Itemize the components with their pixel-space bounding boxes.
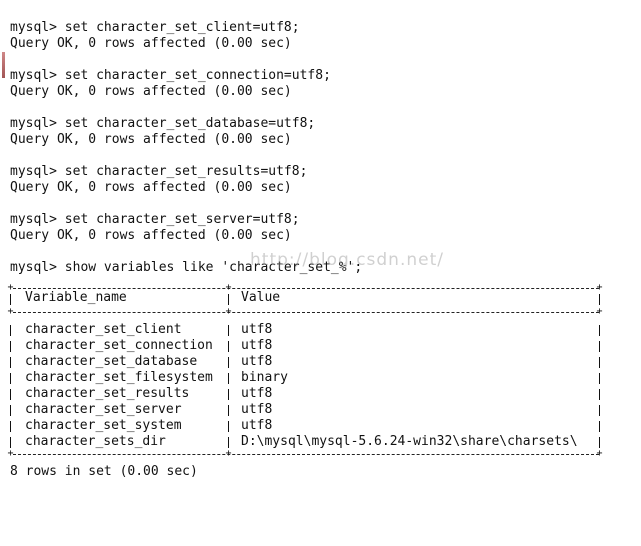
console-line: Query OK, 0 rows affected (0.00 sec) <box>10 36 292 51</box>
cell-variable-name: character_sets_dir <box>25 434 166 449</box>
cell-variable-name: character_set_system <box>25 418 182 433</box>
console-line: mysql> set character_set_results=utf8; <box>10 164 308 179</box>
cell-variable-name: character_set_connection <box>25 338 213 353</box>
table-border-header: + + + <box>7 306 603 317</box>
table-row: character_set_connection utf8 <box>10 338 602 354</box>
cell-value: utf8 <box>241 386 273 401</box>
cell-value: utf8 <box>241 354 273 369</box>
console-line: Query OK, 0 rows affected (0.00 sec) <box>10 180 292 195</box>
table-row: character_set_client utf8 <box>10 322 602 338</box>
cell-value: utf8 <box>241 418 273 433</box>
console-line: Query OK, 0 rows affected (0.00 sec) <box>10 84 292 99</box>
console-line: mysql> set character_set_connection=utf8… <box>10 68 331 83</box>
cell-value: binary <box>241 370 288 385</box>
console-blank-line <box>10 100 635 116</box>
cell-variable-name: character_set_client <box>25 322 182 337</box>
table-row: character_set_database utf8 <box>10 354 602 370</box>
cell-variable-name: character_set_server <box>25 402 182 417</box>
cell-variable-name: character_set_filesystem <box>25 370 213 385</box>
rows-in-set-footer: 8 rows in set (0.00 sec) <box>10 464 198 479</box>
table-border-bottom: + + + <box>7 448 603 459</box>
header-variable-name: Variable_name <box>25 290 127 305</box>
cell-variable-name: character_set_database <box>25 354 198 369</box>
cell-value: utf8 <box>241 338 273 353</box>
table-row: character_set_system utf8 <box>10 418 602 434</box>
table-row: character_set_results utf8 <box>10 386 602 402</box>
cell-value: D:\mysql\mysql-5.6.24-win32\share\charse… <box>241 434 578 449</box>
console-line: mysql> set character_set_client=utf8; <box>10 20 300 35</box>
show-variables-command: mysql> show variables like 'character_se… <box>10 260 363 275</box>
cell-variable-name: character_set_results <box>25 386 190 401</box>
console-output: mysql> set character_set_client=utf8; Qu… <box>10 20 635 276</box>
header-value: Value <box>241 290 281 305</box>
table-header-row: Variable_name Value <box>10 284 602 308</box>
console-blank-line <box>10 52 635 68</box>
console-blank-line <box>10 148 635 164</box>
console-blank-line <box>10 196 635 212</box>
cell-value: utf8 <box>241 322 273 337</box>
window-edge-mark <box>2 52 5 78</box>
table-row: character_set_server utf8 <box>10 402 602 418</box>
console-line: mysql> set character_set_server=utf8; <box>10 212 300 227</box>
table-row: character_set_filesystem binary <box>10 370 602 386</box>
console-line: Query OK, 0 rows affected (0.00 sec) <box>10 132 292 147</box>
console-blank-line <box>10 244 635 260</box>
table-row: character_sets_dir D:\mysql\mysql-5.6.24… <box>10 434 602 450</box>
table-border-top: + + + <box>7 282 603 293</box>
console-line: Query OK, 0 rows affected (0.00 sec) <box>10 228 292 243</box>
console-line: mysql> set character_set_database=utf8; <box>10 116 316 131</box>
cell-value: utf8 <box>241 402 273 417</box>
result-table: + + + Variable_name Value + + + characte… <box>7 282 603 480</box>
